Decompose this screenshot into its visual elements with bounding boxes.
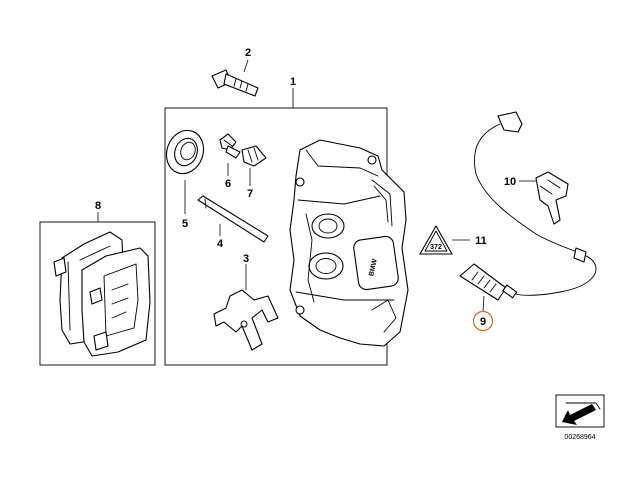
bleeder-cap-part[interactable] [241,145,267,167]
arrow-card-icon [555,394,605,428]
callout-7: 7 [247,188,253,200]
callout-10: 10 [504,176,516,188]
brake-pad-set-part[interactable] [53,231,151,357]
warning-triangle-icon[interactable] [419,225,453,255]
caliper-brand-text: BMW [368,258,379,277]
guide-sleeve-part[interactable] [161,125,210,179]
callout-3: 3 [243,253,249,265]
wear-sensor-part[interactable] [459,111,597,301]
callout-9-highlight-ring[interactable] [472,310,494,332]
sensor-bracket-part[interactable] [535,171,569,225]
callout-4: 4 [217,238,224,250]
callout-9: 9 [480,316,486,328]
callout-6: 6 [225,178,231,190]
callout-8: 8 [95,200,101,212]
callout-11: 11 [475,235,487,247]
bolt-part[interactable] [211,69,259,97]
bleeder-screw-part[interactable] [219,133,241,159]
callout-5: 5 [182,218,188,230]
warning-label-text: 372 [430,244,442,251]
brake-caliper-part[interactable] [289,139,409,347]
guide-pin-part[interactable] [197,195,269,243]
leader-lines [97,59,540,313]
callout-1: 1 [290,76,296,88]
callout-2: 2 [245,47,251,59]
diagram-code: 00268964 [564,434,595,441]
spring-clip-part[interactable] [213,289,279,351]
pad-set-frame [39,221,156,366]
